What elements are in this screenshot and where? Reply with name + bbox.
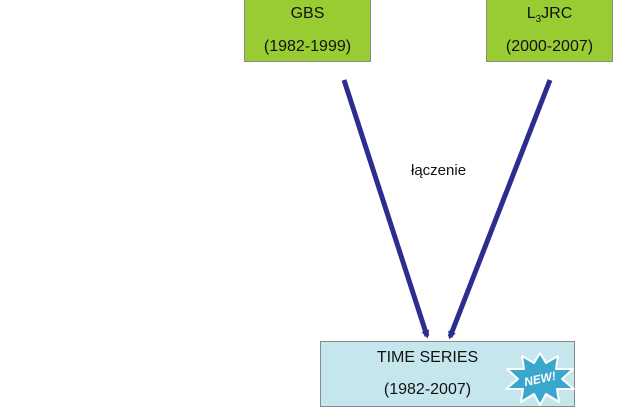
- result-title: TIME SERIES: [376, 349, 479, 366]
- arrow-gbs-to-timeseries: [341, 79, 430, 339]
- source-period: (2000-2007): [505, 37, 594, 55]
- result-period: (1982-2007): [383, 381, 472, 398]
- merge-label: łączenie: [411, 162, 467, 179]
- source-box-l3jrc: L3JRC (2000-2007): [486, 0, 613, 62]
- source-box-gbs: GBS (1982-1999): [244, 0, 371, 62]
- source-period: (1982-1999): [263, 37, 352, 55]
- arrow-l3jrc-to-timeseries: [447, 79, 553, 340]
- source-name: L3JRC: [526, 4, 573, 25]
- source-name: GBS: [290, 4, 325, 22]
- badge-label: NEW!: [523, 369, 557, 389]
- starburst-icon: [505, 352, 575, 406]
- new-badge: NEW!: [505, 352, 575, 406]
